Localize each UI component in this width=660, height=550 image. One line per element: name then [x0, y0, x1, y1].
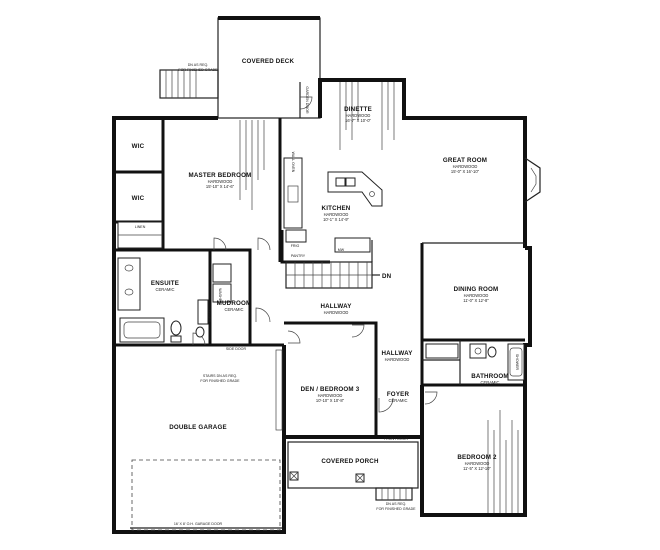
room-name-covered-deck: COVERED DECK [242, 58, 295, 65]
doors [192, 96, 438, 413]
room-name-master-bedroom: MASTER BEDROOM [189, 172, 252, 179]
microwave-label: MW [338, 248, 345, 252]
note-dn-rear-line2: FOR FINISHED GRADE [178, 68, 218, 72]
room-size-dinette: 16'-7" X 10'-0" [345, 118, 371, 123]
room-name-bathroom: BATHROOM [471, 373, 509, 380]
room-name-wic-2: WIC [132, 195, 145, 202]
room-finish-den-bedroom-3: HARDWOOD [318, 393, 343, 398]
room-name-den-bedroom-3: DEN / BEDROOM 3 [301, 386, 360, 393]
bay-window [524, 157, 541, 203]
frig-label: FRIG [291, 244, 300, 248]
note-stairs-garage-line2: FOR FINISHED GRADE [200, 379, 240, 383]
rear-deck-stairs [159, 69, 219, 99]
front-door-label: FRONT DOOR [384, 437, 408, 441]
room-finish-hallway-2: HARDWOOD [385, 357, 410, 362]
room-finish-master-bedroom: HARDWOOD [208, 179, 233, 184]
room-name-wic-1: WIC [132, 143, 145, 150]
front-stairs [375, 487, 413, 501]
garden-door-label: GARDEN DOOR [305, 86, 309, 114]
porch-details [287, 441, 419, 489]
room-name-ensuite: ENSUITE [151, 280, 179, 287]
room-finish-great-room: HARDWOOD [453, 164, 478, 169]
room-finish-dining-room: HARDWOOD [464, 293, 489, 298]
room-name-pantry: PANTRY [291, 254, 306, 258]
main-stairs [285, 261, 380, 289]
room-name-mudroom: MUDROOM [217, 300, 252, 307]
room-size-master-bedroom: 15'-10" X 14'-6" [206, 184, 235, 189]
room-finish-bathroom: CERAMIC [481, 380, 500, 385]
stairs-dn-label: DN [382, 273, 392, 280]
side-door-label: SIDE DOOR [226, 347, 247, 351]
linen-label: LINEN [135, 225, 146, 229]
covered-deck [217, 16, 321, 119]
room-finish-dinette: HARDWOOD [346, 113, 371, 118]
room-name-double-garage: DOUBLE GARAGE [169, 424, 227, 431]
garage-door-label: 16' X 8' O.H. GARAGE DOOR [174, 522, 223, 526]
shower-label: SHOWER [515, 354, 519, 371]
room-name-hallway-1: HALLWAY [320, 303, 352, 310]
dryer-label: DRYER [207, 310, 211, 323]
exterior-walls [112, 78, 532, 534]
bathroom-fixtures [425, 343, 525, 381]
room-size-great-room: 15'-0" X 16'-10" [451, 169, 480, 174]
room-name-dinette: DINETTE [344, 106, 372, 113]
room-name-kitchen: KITCHEN [322, 205, 351, 212]
room-size-kitchen: 10'-1" X 14'-9" [323, 217, 349, 222]
kitchen-fixtures [283, 157, 383, 253]
note-dn-front-line1: DN AS REQ. [386, 502, 407, 506]
washer-label: WASHER [218, 288, 222, 304]
note-stairs-garage-line1: STAIRS DN AS REQ. [203, 374, 237, 378]
room-name-covered-porch: COVERED PORCH [321, 458, 379, 465]
room-name-foyer: FOYER [387, 391, 410, 398]
note-dn-front-line2: FOR FINISHED GRADE [376, 507, 416, 511]
wall-oven-label: WALL OVEN [291, 152, 295, 173]
room-finish-bedroom-2: HARDWOOD [465, 461, 490, 466]
room-name-bedroom-2: BEDROOM 2 [457, 454, 497, 461]
room-finish-foyer: CERAMIC [389, 398, 408, 403]
mudroom-fixtures [195, 263, 232, 338]
room-finish-kitchen: HARDWOOD [324, 212, 349, 217]
room-size-den-bedroom-3: 10'-10" X 10'-8" [316, 398, 345, 403]
room-name-great-room: GREAT ROOM [443, 157, 487, 164]
garage-details [130, 349, 283, 531]
room-name-hallway-2: HALLWAY [381, 350, 413, 357]
room-name-dining-room: DINING ROOM [454, 286, 499, 293]
window-lines [239, 82, 519, 513]
ensuite-fixtures [117, 221, 182, 343]
note-dn-rear-line1: DN AS REQ. [188, 63, 209, 67]
room-finish-ensuite: CERAMIC [156, 287, 175, 292]
room-finish-mudroom: CERAMIC [225, 307, 244, 312]
room-finish-hallway-1: HARDWOOD [324, 310, 349, 315]
room-size-dining-room: 11'-0" X 12'-8" [463, 298, 489, 303]
room-size-bedroom-2: 11'-5" X 12'-10" [463, 466, 491, 471]
